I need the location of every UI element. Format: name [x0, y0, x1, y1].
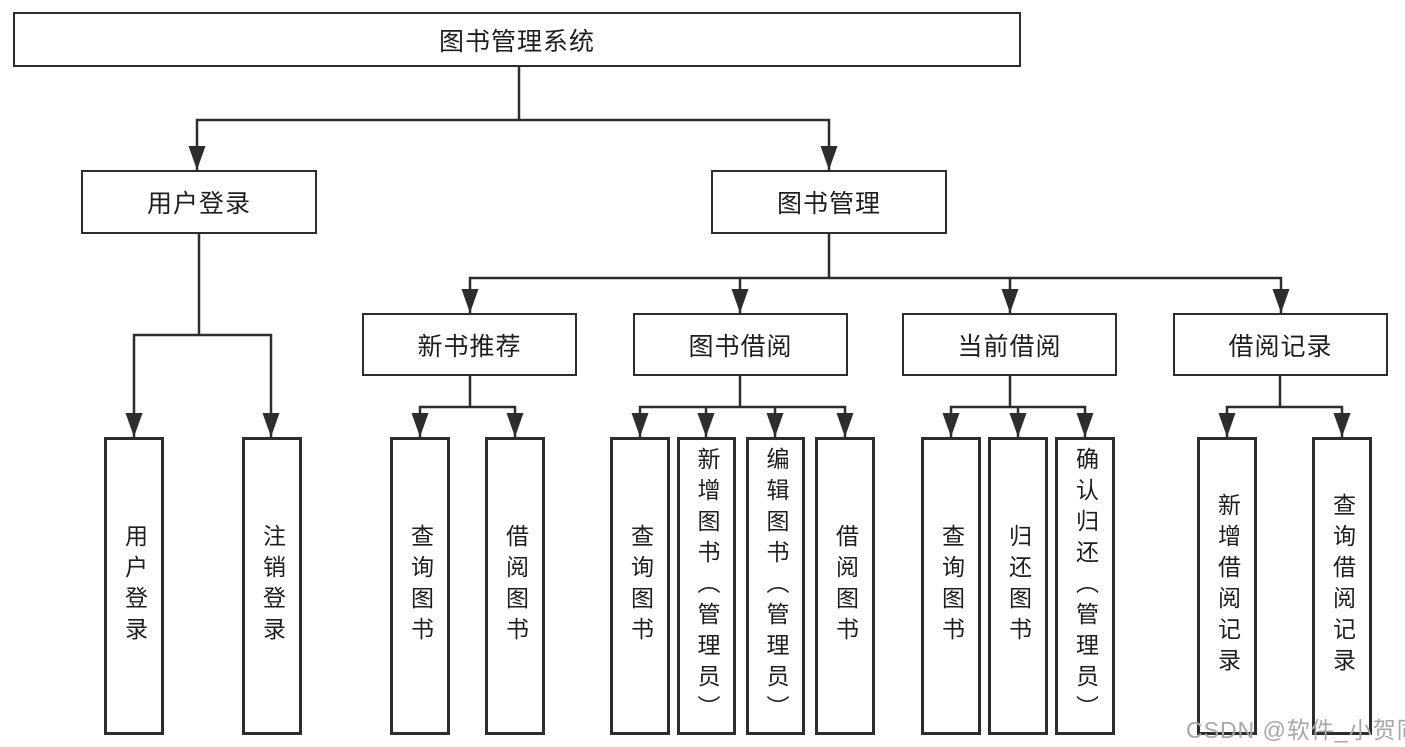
edge-newbook-children [418, 405, 517, 437]
node-label: 查询图书 [407, 524, 434, 648]
leaf-confirm-return-admin: 确认归还（管理员） [1055, 437, 1115, 735]
node-label: 确认归还（管理员） [1072, 446, 1099, 726]
leaf-logout: 注销登录 [242, 437, 302, 735]
arrowhead-down-icon [411, 413, 429, 437]
node-borrow-records: 借阅记录 [1173, 313, 1388, 376]
node-label: 编辑图书（管理员） [763, 446, 789, 726]
node-label: 归还图书 [1005, 524, 1032, 648]
leaf-query-books-current: 查询图书 [921, 437, 981, 735]
arrowhead-down-icon [1001, 289, 1019, 313]
node-label: 图书管理系统 [438, 27, 595, 56]
node-new-book-recommend: 新书推荐 [362, 313, 577, 376]
arrowhead-down-icon [697, 413, 715, 437]
node-label: 新增图书（管理员） [694, 446, 720, 726]
arrowhead-down-icon [731, 289, 749, 313]
leaf-query-borrow-record: 查询借阅记录 [1312, 437, 1372, 735]
node-label: 当前借阅 [957, 332, 1062, 361]
arrowhead-down-icon [125, 413, 143, 437]
node-label: 图书借阅 [688, 332, 793, 361]
arrowhead-down-icon [506, 413, 524, 437]
arrowhead-down-icon [820, 146, 838, 170]
edge-userlogin-children [132, 333, 273, 437]
arrowhead-down-icon [1076, 413, 1094, 437]
node-book-management: 图书管理 [711, 170, 947, 234]
edge-records-children [1225, 405, 1344, 437]
node-label: 查询图书 [938, 524, 965, 648]
node-label: 新书推荐 [417, 332, 522, 361]
node-label: 借阅图书 [832, 524, 859, 648]
leaf-add-books-admin: 新增图书（管理员） [677, 437, 736, 735]
node-root-library-management-system: 图书管理系统 [13, 12, 1021, 67]
leaf-add-borrow-record: 新增借阅记录 [1197, 437, 1257, 735]
leaf-borrow-books-recommend: 借阅图书 [485, 437, 545, 735]
leaf-edit-books-admin: 编辑图书（管理员） [746, 437, 805, 735]
leaf-query-books-borrow: 查询图书 [610, 437, 670, 735]
edge-current-children [949, 405, 1087, 437]
node-label: 注销登录 [259, 524, 286, 648]
arrowhead-down-icon [942, 413, 960, 437]
arrowhead-down-icon [631, 413, 649, 437]
node-label: 图书管理 [776, 190, 881, 218]
arrowhead-down-icon [1009, 413, 1027, 437]
node-current-borrow: 当前借阅 [902, 313, 1117, 376]
node-label: 查询借阅记录 [1329, 493, 1356, 679]
arrowhead-down-icon [1218, 413, 1236, 437]
arrowhead-down-icon [461, 289, 479, 313]
arrowhead-down-icon [836, 413, 854, 437]
leaf-query-books-recommend: 查询图书 [390, 437, 450, 735]
leaf-user-login: 用户登录 [104, 437, 164, 735]
arrowhead-down-icon [262, 413, 280, 437]
edge-borrow-children [638, 405, 847, 437]
node-user-login: 用户登录 [81, 170, 317, 234]
node-label: 用户登录 [121, 524, 148, 648]
node-book-borrow: 图书借阅 [633, 313, 848, 376]
arrowhead-down-icon [1272, 289, 1290, 313]
node-label: 新增借阅记录 [1214, 493, 1241, 679]
edge-root-to-level1 [195, 118, 831, 170]
csdn-watermark: CSDN @软件_小贺同学 [1186, 717, 1405, 743]
node-label: 借阅图书 [502, 524, 529, 648]
node-label: 借阅记录 [1228, 332, 1333, 361]
arrowhead-down-icon [766, 413, 784, 437]
arrowhead-down-icon [188, 146, 206, 170]
tree-edges [132, 67, 1344, 437]
node-label: 用户登录 [146, 190, 251, 218]
arrowhead-down-icon [1333, 413, 1351, 437]
edge-bookmgmt-children [468, 276, 1283, 313]
leaf-borrow-books: 借阅图书 [815, 437, 875, 735]
node-label: 查询图书 [627, 524, 654, 648]
leaf-return-books: 归还图书 [988, 437, 1048, 735]
